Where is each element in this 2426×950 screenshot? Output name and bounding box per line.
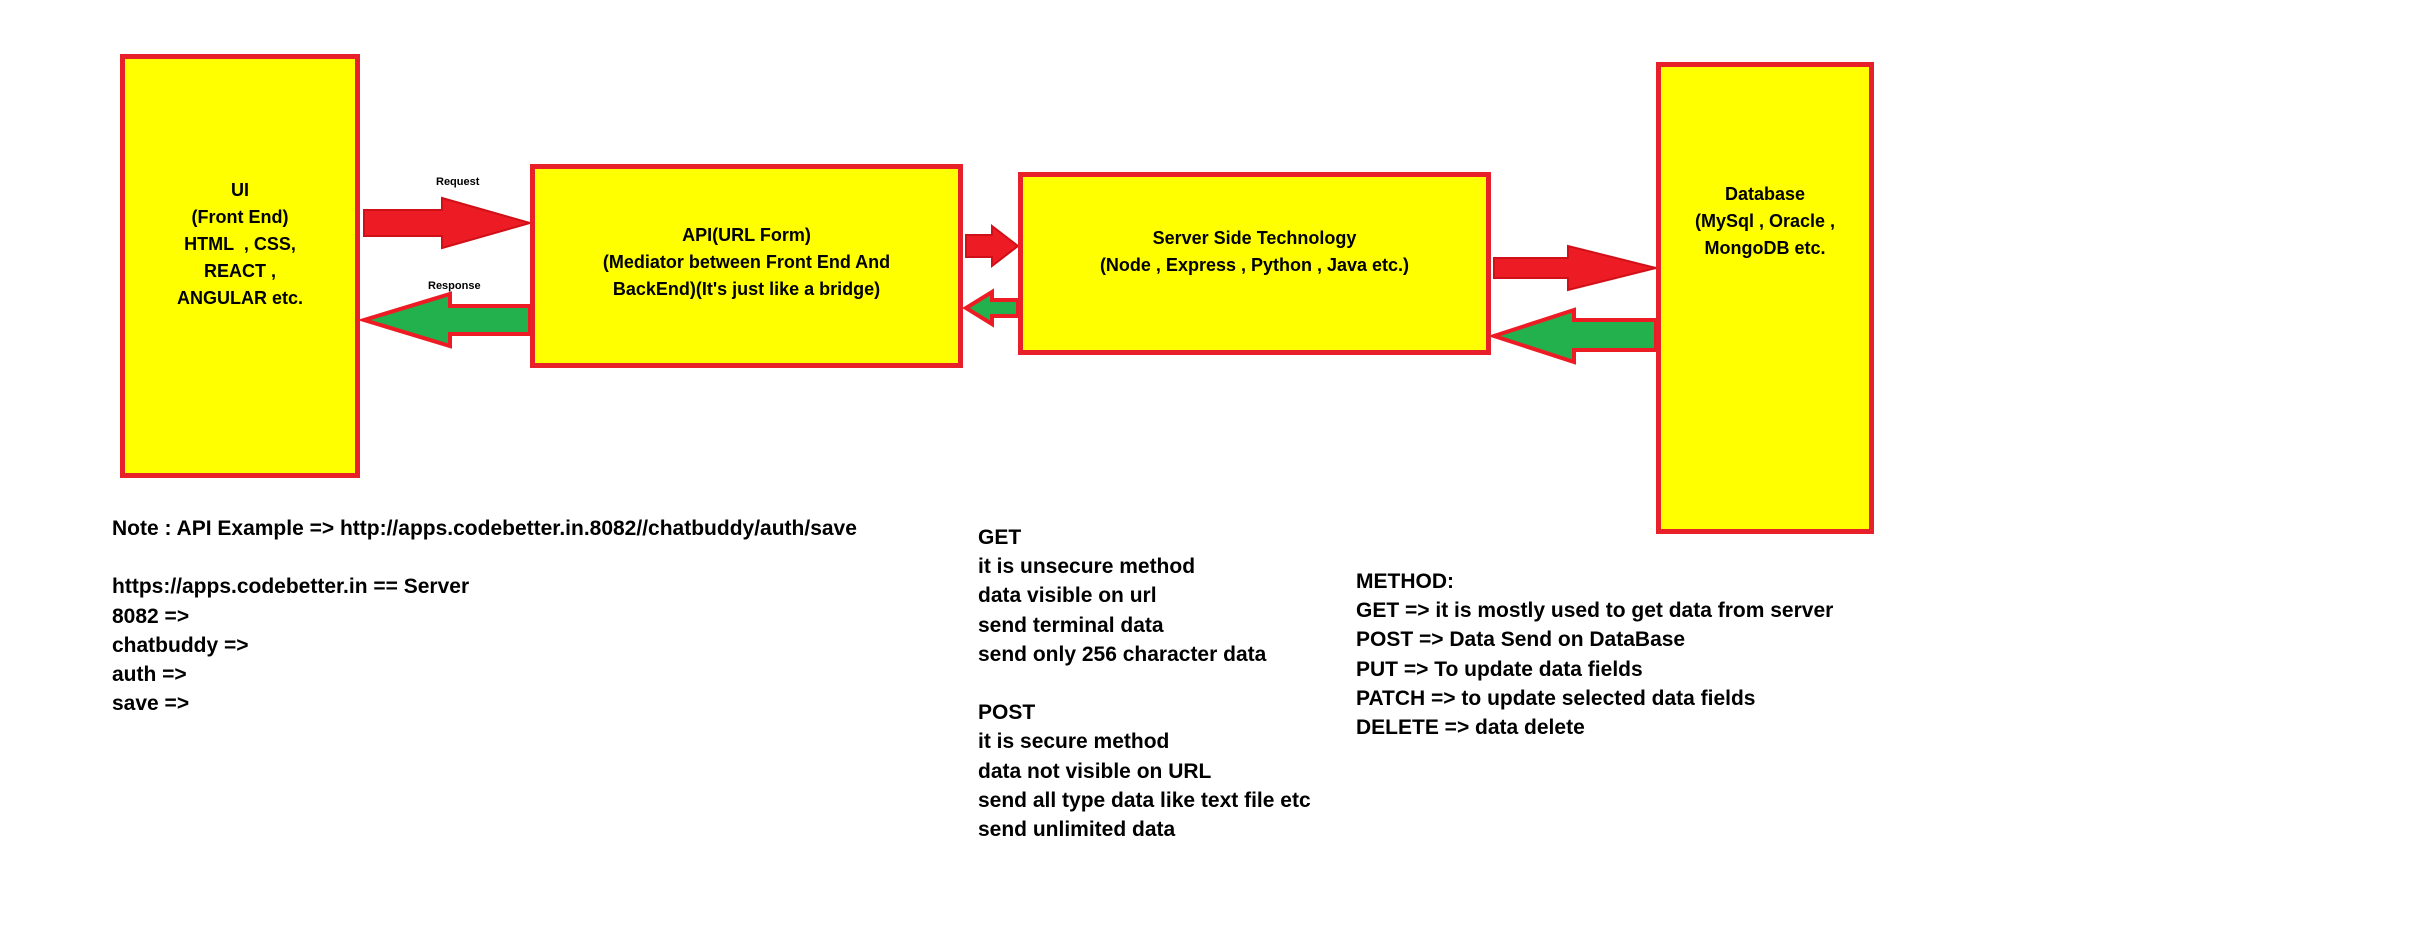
post-item: send unlimited data [978, 818, 1176, 842]
note-line: Note : API Example => http://apps.codebe… [112, 517, 857, 540]
response-arrow-api-ui [357, 291, 532, 349]
box-line: HTML , CSS, [184, 234, 296, 254]
database-box: Database (MySql , Oracle , MongoDB etc. [1656, 62, 1874, 534]
get-title: GET [978, 526, 1022, 549]
box-line: (Front End) [191, 207, 289, 227]
get-item: send terminal data [978, 613, 1164, 637]
method-item: POST => Data Send on DataBase [1356, 628, 1686, 652]
note-line: chatbuddy => [112, 633, 249, 657]
response-label: Response [428, 280, 481, 292]
post-item: data not visible on URL [978, 759, 1212, 783]
box-line: ANGULAR etc. [176, 288, 303, 308]
post-item: send all type data like text file etc [978, 788, 1311, 812]
ui-frontend-box: UI (Front End) HTML , CSS, REACT , ANGUL… [120, 54, 360, 478]
box-line: MongoDB etc. [1704, 238, 1826, 258]
box-line: Database [1724, 184, 1806, 204]
note-line: 8082 => [112, 604, 190, 628]
server-side-box: Server Side Technology (Node , Express ,… [1018, 172, 1491, 355]
note-line: auth => [112, 663, 187, 686]
request-arrow-api-server [965, 223, 1020, 269]
box-line: Server Side Technology [1152, 228, 1357, 248]
box-line: (MySql , Oracle , [1694, 211, 1836, 231]
api-example-notes: Note : API Example => http://apps.codebe… [112, 514, 857, 718]
method-item: PUT => To update data fields [1356, 657, 1643, 681]
box-line: REACT , [204, 261, 276, 281]
method-item: DELETE => data delete [1356, 716, 1585, 740]
post-title: POST [978, 701, 1036, 725]
box-line: API(URL Form) [682, 225, 811, 245]
note-line: https://apps.codebetter.in == Server [112, 575, 470, 599]
request-arrow-server-db [1493, 244, 1657, 292]
box-line: UI [231, 180, 249, 200]
note-line: save => [112, 692, 190, 716]
request-label: Request [436, 176, 480, 188]
post-item: it is secure method [978, 730, 1170, 754]
get-item: it is unsecure method [978, 555, 1196, 579]
box-line: (Node , Express , Python , Java etc.) [1099, 255, 1410, 275]
http-methods-notes: METHOD: GET => it is mostly used to get … [1356, 567, 1833, 742]
get-item: data visible on url [978, 584, 1157, 608]
methods-title: METHOD: [1356, 570, 1454, 593]
response-arrow-server-api [962, 288, 1020, 328]
get-post-notes: GET it is unsecure method data visible o… [978, 523, 1311, 844]
box-line: BackEnd)(It's just like a bridge) [612, 279, 881, 299]
api-box: API(URL Form) (Mediator between Front En… [530, 164, 963, 368]
method-item: GET => it is mostly used to get data fro… [1356, 599, 1834, 623]
note-blank [978, 669, 1311, 698]
note-blank [112, 543, 857, 572]
box-line: (Mediator between Front End And [602, 252, 891, 272]
request-arrow-ui-api [363, 196, 534, 250]
get-item: send only 256 character data [978, 642, 1267, 666]
method-item: PATCH => to update selected data fields [1356, 686, 1756, 710]
response-arrow-db-server [1487, 307, 1658, 365]
